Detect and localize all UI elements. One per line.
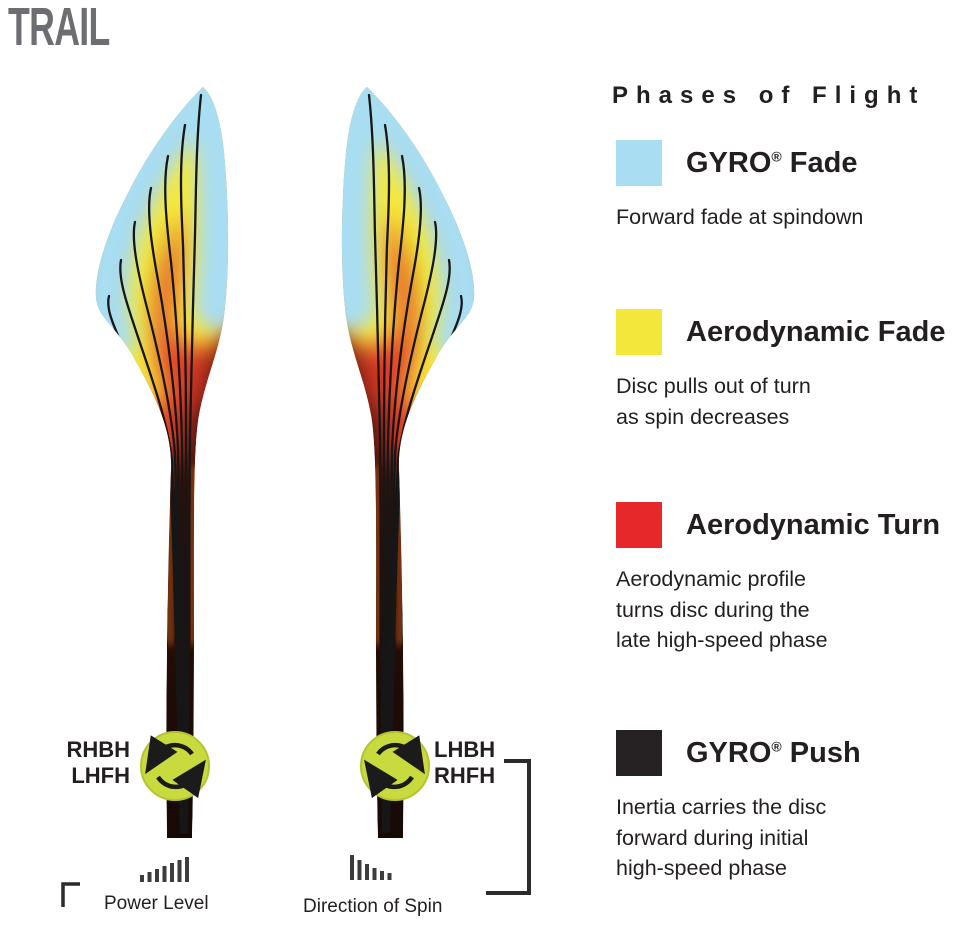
aero-turn-description: Aerodynamic profile turns disc during th… — [616, 567, 828, 653]
aero-turn-swatch — [616, 502, 662, 548]
right-spin-throw-labels: LHBH RHFH — [434, 737, 495, 789]
legend-item-gyro-push: GYRO® Push Inertia carries the disc forw… — [616, 730, 970, 884]
flight-path-left — [95, 87, 229, 838]
gyro-push-label: GYRO® Push — [686, 736, 861, 769]
power-level-bracket — [61, 882, 80, 907]
left-spin-line1: RHBH — [66, 737, 130, 762]
left-spin-line2: LHFH — [71, 762, 130, 788]
legend-title: Phases of Flight — [612, 82, 926, 109]
page-title: TRAIL — [8, 0, 110, 57]
direction-of-spin-bracket — [486, 759, 531, 895]
legend-item-aero-turn: Aerodynamic Turn Aerodynamic profile tur… — [616, 502, 970, 656]
right-spin-line1: LHBH — [434, 737, 496, 762]
power-level-bars-icon — [140, 857, 189, 882]
aero-fade-label: Aerodynamic Fade — [686, 315, 946, 348]
gyro-push-swatch — [616, 730, 662, 776]
legend-item-gyro-fade: GYRO® Fade Forward fade at spindown — [616, 140, 970, 233]
spin-rotation-icon — [140, 731, 210, 801]
gyro-push-description: Inertia carries the disc forward during … — [616, 795, 827, 881]
gyro-fade-swatch — [616, 140, 662, 186]
flight-path-right — [342, 87, 474, 838]
gyro-fade-label: GYRO® Fade — [686, 146, 858, 179]
direction-of-spin-label: Direction of Spin — [303, 896, 443, 917]
legend-item-aero-fade: Aerodynamic Fade Disc pulls out of turn … — [616, 309, 970, 432]
aero-fade-swatch — [616, 309, 662, 355]
right-spin-line2: RHFH — [434, 762, 496, 788]
flight-paths-illustration — [61, 0, 531, 907]
aero-turn-label: Aerodynamic Turn — [686, 508, 941, 541]
power-level-label: Power Level — [104, 893, 209, 914]
phase-band-gyro-fade — [95, 87, 229, 363]
left-spin-throw-labels: RHBH LHFH — [46, 737, 130, 789]
direction-of-spin-bars-icon — [350, 855, 392, 880]
aero-fade-description: Disc pulls out of turn as spin decreases — [616, 374, 811, 429]
gyro-fade-description: Forward fade at spindown — [616, 205, 864, 229]
